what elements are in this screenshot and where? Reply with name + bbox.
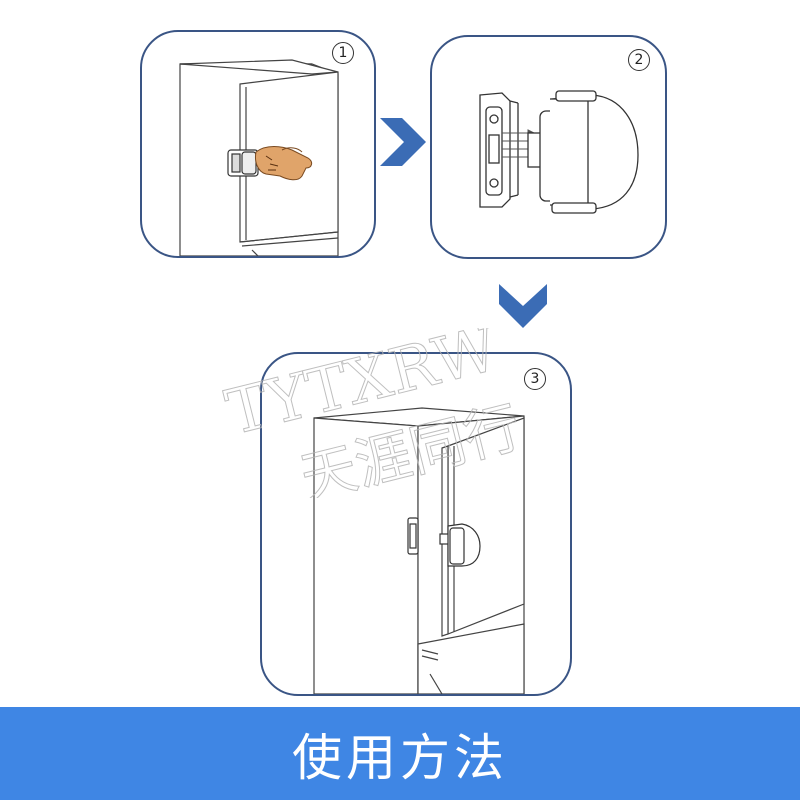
lock-bracket-icon [479, 92, 519, 208]
fridge-illustration-1 [179, 59, 339, 256]
down-arrow-icon [499, 284, 547, 328]
lock-icon [439, 523, 481, 567]
refrigerator-icon [313, 407, 525, 694]
step-1-panel: 1 [140, 30, 376, 258]
banner-title: 使用方法 [292, 728, 508, 787]
lock-parts-illustration [479, 90, 639, 214]
step-2-panel: 2 [430, 35, 667, 259]
hand-icon [255, 146, 313, 181]
fridge-illustration-3 [313, 407, 525, 694]
step-3-panel: 3 [260, 352, 572, 696]
step-3-number: 3 [524, 368, 546, 390]
step-1-number: 1 [332, 42, 354, 64]
lock-bracket-icon [407, 517, 419, 555]
step-2-number: 2 [628, 49, 650, 71]
lock-body-icon [527, 90, 639, 214]
title-banner: 使用方法 [0, 707, 800, 800]
lock-icon [227, 149, 259, 177]
right-arrow-icon [380, 118, 426, 166]
